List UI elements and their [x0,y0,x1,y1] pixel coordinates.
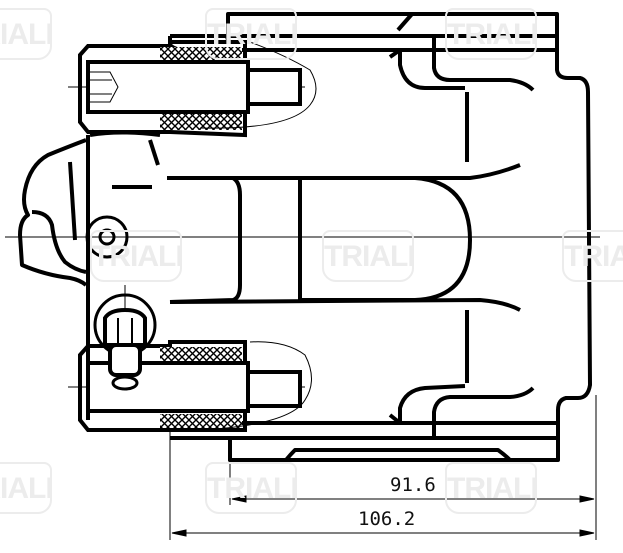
watermark-logo: TRIALLI [0,8,52,60]
watermark-logo: TRIALLI [90,230,182,282]
bleed-valve [95,295,155,389]
dimension-lines [170,395,596,540]
watermark-logo: TRIALLI [562,230,623,282]
upper-guide-pin [80,42,316,135]
watermark-logo: TRIALLI [445,462,537,514]
watermark-logo: TRIALLI [205,462,297,514]
watermark-logo: TRIALLI [322,230,414,282]
watermark-logo: TRIALLI [0,462,52,514]
dimension-outer-label: 106.2 [358,508,416,530]
watermark-logo: TRIALLI [445,8,537,60]
dimension-inner-label: 91.6 [390,474,436,496]
watermark-logo: TRIALLI [205,8,297,60]
